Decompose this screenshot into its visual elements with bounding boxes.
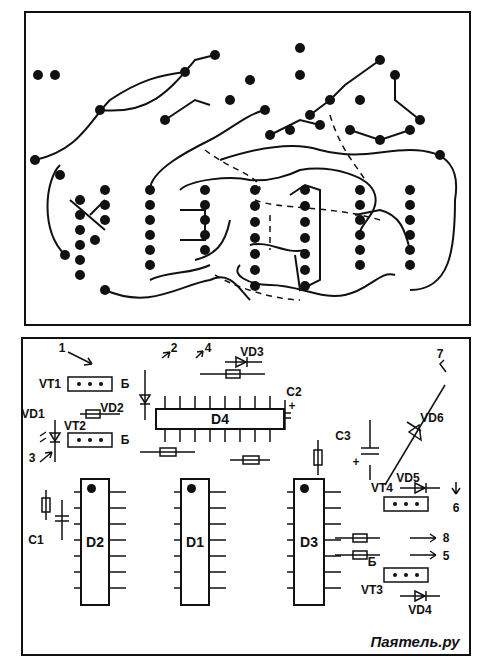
chip-body: D3 [293,478,325,606]
part-name: VT1 [39,378,61,390]
chip-label: D1 [186,534,204,550]
callout-number: 5 [443,550,450,562]
jumper-traces [205,115,380,300]
part-name: VD4 [408,604,431,616]
part-name: VT4 [371,482,393,494]
pin1-dot [87,484,96,493]
part-name: C1 [28,534,43,546]
part-name: VD6 [420,412,443,424]
callout-number: 1 [59,342,66,354]
part-name: VD3 [240,346,263,358]
chip-label: D4 [211,411,229,427]
polarity-mark: + [352,456,359,468]
solder-pads [30,43,445,295]
callout-number: 2 [171,342,178,354]
part-name: VD2 [100,402,123,414]
board-outline [22,338,470,655]
chip-body: D1 [180,478,210,606]
callout-number: 8 [443,532,450,544]
part-name: C3 [335,430,350,442]
callout-number: 3 [29,452,36,464]
callout-number: 6 [453,502,460,514]
board-outline [25,12,470,325]
chip-body: D2 [80,478,110,606]
pin-name: Б [368,556,377,568]
part-name: C2 [286,386,301,398]
callout-number: 4 [205,342,212,354]
part-name: VD1 [21,408,44,420]
chip-label: D3 [300,534,318,550]
callout-number: 7 [437,348,444,360]
watermark: Паятель.ру [370,634,459,649]
pin-name: Б [121,434,130,446]
part-name: VT2 [64,420,86,432]
pin1-dot [300,484,309,493]
chip-label: D2 [86,534,104,550]
copper-traces [35,55,456,300]
part-name: VT3 [361,584,383,596]
polarity-mark: + [288,400,295,412]
pin-name: Б [121,378,130,390]
part-name: VD5 [396,472,419,484]
pin1-dot [187,484,196,493]
chip-body: D4 [155,408,285,430]
